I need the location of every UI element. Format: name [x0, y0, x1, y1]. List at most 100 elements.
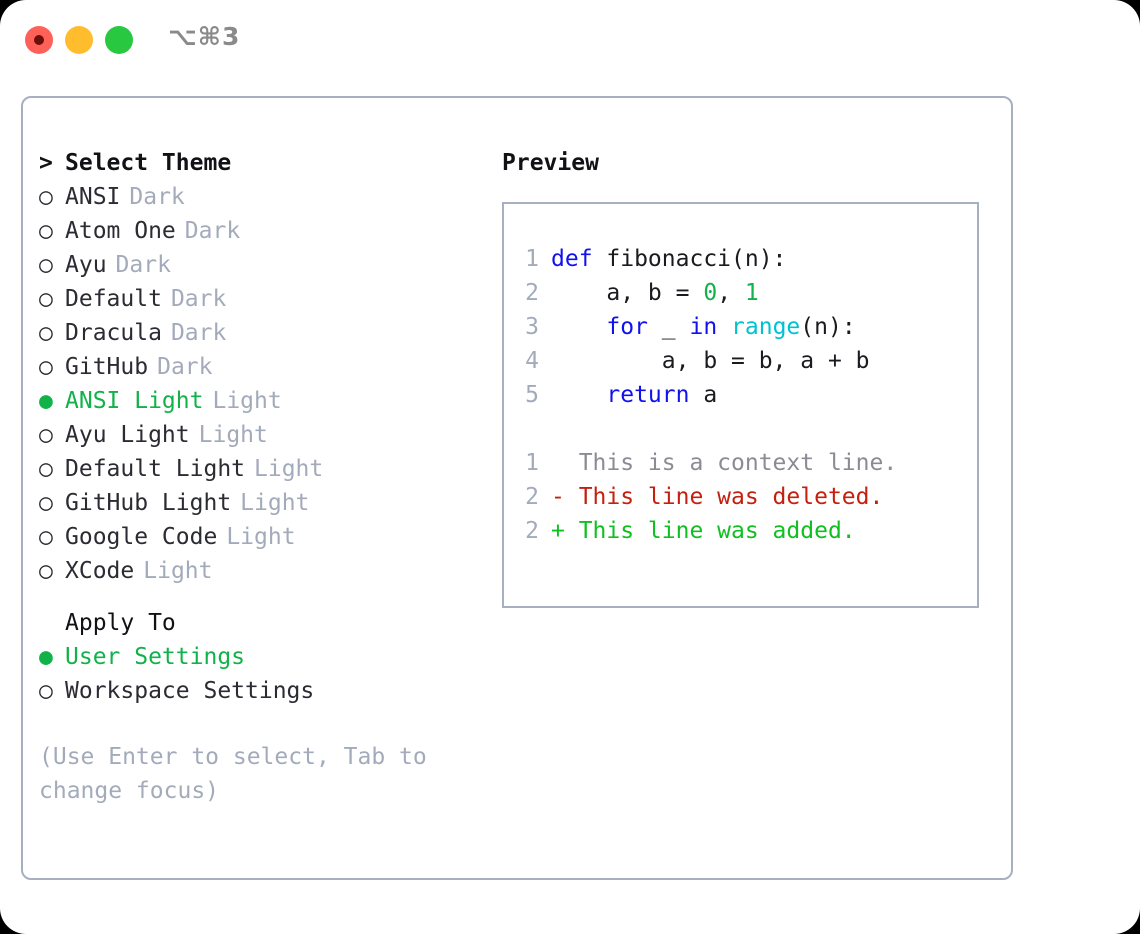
- code-token: - This line was deleted.: [551, 484, 884, 510]
- line-number: 4: [525, 348, 539, 374]
- code-spacer: [515, 412, 897, 446]
- theme-list-item[interactable]: ○ Atom One Dark: [39, 214, 479, 248]
- code-token: [717, 314, 731, 340]
- theme-name-label: GitHub Light: [65, 490, 232, 516]
- theme-list-item[interactable]: ○ Ayu Light Light: [39, 418, 479, 452]
- code-token: (n):: [800, 314, 856, 340]
- theme-category-tag: Light: [226, 524, 296, 550]
- code-token: fibonacci(n):: [592, 246, 787, 272]
- radio-selected-icon: ●: [39, 644, 53, 670]
- radio-unselected-icon: ○: [39, 354, 53, 380]
- apply-to-list: ●User Settings ○ Workspace Settings: [39, 640, 479, 708]
- minimize-button[interactable]: [65, 26, 93, 54]
- theme-list-item[interactable]: ○ GitHub Dark: [39, 350, 479, 384]
- theme-list-item[interactable]: ○ Google Code Light: [39, 520, 479, 554]
- code-line: 2 a, b = 0, 1: [515, 276, 897, 310]
- line-number: 1: [525, 246, 539, 272]
- radio-unselected-icon: ○: [39, 456, 53, 482]
- code-token: a: [689, 382, 718, 408]
- theme-category-tag: Dark: [170, 320, 227, 346]
- title-bar: ⌥⌘3: [0, 0, 1140, 78]
- code-token: This is a context line.: [551, 450, 898, 476]
- theme-category-tag: Light: [240, 490, 310, 516]
- theme-category-tag: Light: [143, 558, 213, 584]
- line-number: 2: [525, 518, 539, 544]
- diff-line: 1 This is a context line.: [515, 446, 897, 480]
- code-line: 1 def fibonacci(n):: [515, 242, 897, 276]
- radio-unselected-icon: ○: [39, 252, 53, 278]
- theme-name-label: Default Light: [65, 456, 246, 482]
- apply-to-option[interactable]: ●User Settings: [39, 640, 479, 674]
- theme-name-label: Ayu Light: [65, 422, 190, 448]
- theme-category-tag: Dark: [170, 286, 227, 312]
- diff-line: 2 + This line was added.: [515, 514, 897, 548]
- theme-list-item[interactable]: ● ANSI Light Light: [39, 384, 479, 418]
- radio-unselected-icon: ○: [39, 678, 53, 704]
- radio-unselected-icon: ○: [39, 422, 53, 448]
- radio-selected-icon: ●: [39, 388, 53, 414]
- radio-unselected-icon: ○: [39, 184, 53, 210]
- radio-unselected-icon: ○: [39, 558, 53, 584]
- theme-list-item[interactable]: ○ GitHub Light Light: [39, 486, 479, 520]
- select-theme-label: Select Theme: [65, 150, 232, 176]
- apply-to-option[interactable]: ○ Workspace Settings: [39, 674, 479, 708]
- line-number: 5: [525, 382, 539, 408]
- code-token: 1: [744, 280, 759, 306]
- code-token: 0: [703, 280, 718, 306]
- code-token: return: [606, 382, 690, 408]
- radio-unselected-icon: ○: [39, 320, 53, 346]
- apply-to-header: Apply To: [65, 610, 176, 636]
- radio-unselected-icon: ○: [39, 286, 53, 312]
- theme-category-tag: Dark: [184, 218, 241, 244]
- code-token: + This line was added.: [551, 518, 856, 544]
- theme-list-item[interactable]: ○ Default Light Light: [39, 452, 479, 486]
- code-token: ,: [717, 280, 745, 306]
- line-number: 1: [525, 450, 539, 476]
- code-token: [551, 382, 606, 408]
- line-number: 3: [525, 314, 539, 340]
- code-line: 4 a, b = b, a + b: [515, 344, 897, 378]
- code-token: def: [551, 246, 593, 272]
- theme-category-tag: Dark: [129, 184, 185, 210]
- theme-name-label: Dracula: [65, 320, 162, 346]
- theme-category-tag: Dark: [157, 354, 213, 380]
- theme-name-label: ANSI: [65, 184, 121, 210]
- theme-category-tag: Light: [198, 422, 268, 448]
- theme-name-label: Atom One: [65, 218, 176, 244]
- close-icon: [34, 35, 44, 45]
- code-line: 3 for _ in range(n):: [515, 310, 897, 344]
- code-token: in: [689, 314, 718, 340]
- apply-to-option-label: Workspace Settings: [65, 678, 315, 704]
- theme-name-label: ANSI Light: [65, 388, 204, 414]
- theme-list-item[interactable]: ○ ANSI Dark: [39, 180, 479, 214]
- keyboard-hint-text: (Use Enter to select, Tab to change focu…: [39, 744, 427, 804]
- theme-list-item[interactable]: ○ XCode Light: [39, 554, 479, 588]
- theme-name-label: GitHub: [65, 354, 149, 380]
- theme-name-label: XCode: [65, 558, 135, 584]
- radio-unselected-icon: ○: [39, 218, 53, 244]
- theme-category-tag: Light: [212, 388, 282, 414]
- select-theme-header: >Select Theme: [39, 146, 479, 180]
- line-number: 2: [525, 484, 539, 510]
- diff-sample-block: 1 This is a context line. 2 - This line wa…: [515, 446, 897, 548]
- code-token: range: [731, 314, 801, 340]
- radio-unselected-icon: ○: [39, 490, 53, 516]
- preview-header: Preview: [502, 150, 599, 176]
- theme-list-item[interactable]: ○ Dracula Dark: [39, 316, 479, 350]
- theme-name-label: Google Code: [65, 524, 218, 550]
- code-token: _: [647, 314, 690, 340]
- radio-unselected-icon: ○: [39, 524, 53, 550]
- code-token: a, b =: [551, 280, 704, 306]
- theme-category-tag: Light: [254, 456, 324, 482]
- maximize-button[interactable]: [105, 26, 133, 54]
- code-token: for: [606, 314, 648, 340]
